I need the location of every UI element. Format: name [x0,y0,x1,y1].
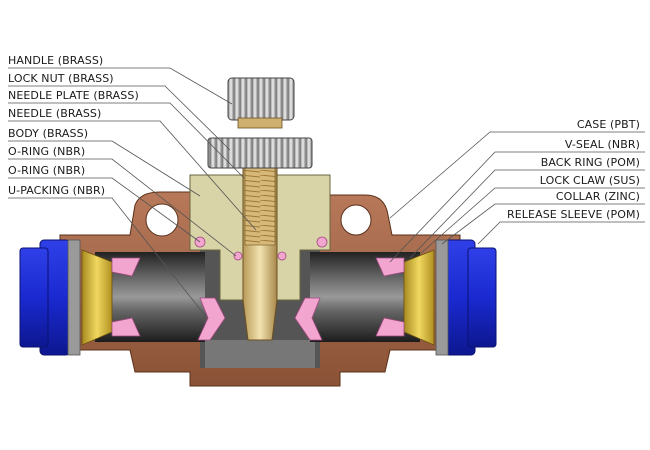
release-sleeve-right [444,239,497,356]
v-seal-right-bottom [375,317,405,337]
handle [227,77,295,121]
label-o-ring-1: O-RING (NBR) [8,145,85,158]
label-u-packing: U-PACKING (NBR) [8,184,105,197]
lock-claw-right [403,249,435,346]
label-v-seal: V-SEAL (NBR) [565,138,640,151]
label-handle: HANDLE (BRASS) [8,54,103,67]
label-collar: COLLAR (ZINC) [556,190,640,203]
leader-lines [8,67,645,319]
lower-chamber [205,340,315,368]
label-o-ring-2: O-RING (NBR) [8,164,85,177]
label-body: BODY (BRASS) [8,127,88,140]
label-case: CASE (PBT) [577,118,640,131]
labels-right: CASE (PBT) V-SEAL (NBR) BACK RING (POM) … [507,118,640,221]
lock-claw-left [81,249,113,346]
lock-nut [207,137,313,169]
label-needle-plate: NEEDLE PLATE (BRASS) [8,89,139,102]
labels-left: HANDLE (BRASS) LOCK NUT (BRASS) NEEDLE P… [8,54,139,197]
v-seal-left-bottom [111,317,141,337]
collar-left [67,239,81,356]
label-lock-claw: LOCK CLAW (SUS) [540,174,640,187]
release-sleeve-left [19,239,71,356]
label-release-sleeve: RELEASE SLEEVE (POM) [507,208,640,221]
label-back-ring: BACK RING (POM) [541,156,640,169]
label-lock-nut: LOCK NUT (BRASS) [8,72,114,85]
label-needle: NEEDLE (BRASS) [8,107,101,120]
o-ring-needle-left [233,251,243,261]
o-ring-body-right [316,236,328,248]
u-packing-left [197,297,226,341]
u-packing-right [294,297,323,341]
v-seal-right-top [375,257,405,277]
collar-right [435,239,449,356]
v-seal-left-top [111,257,141,277]
needle-thread [244,159,276,246]
handle-collar [237,117,283,129]
o-ring-needle-right [277,251,287,261]
